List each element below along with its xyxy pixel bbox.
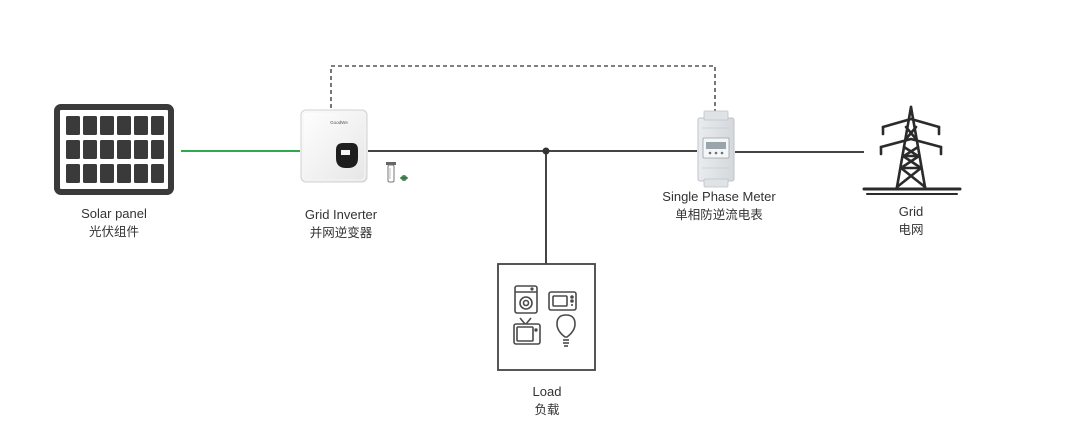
washing-machine-icon [514,285,538,314]
meter-label: Single Phase Meter 单相防逆流电表 [662,188,775,224]
meter-name-en: Single Phase Meter [662,189,776,204]
solar-panel-name-zh: 光伏组件 [88,224,139,239]
microwave-icon [548,291,577,311]
load-name-en: Load [532,384,562,399]
junction-dot [542,147,550,155]
grid-inverter-label: Grid Inverter 并网逆变器 [305,206,377,242]
din-rail-meter-icon [697,110,735,188]
grid-inverter-name-zh: 并网逆变器 [309,225,373,240]
solar-panel-label: Solar panel 光伏组件 [81,205,147,241]
solar-panel-icon [54,104,174,195]
comm-line [330,65,716,112]
grid-inverter-name-en: Grid Inverter [304,207,378,222]
ct-clamp-icon [386,162,408,183]
grid-name-zh: 电网 [898,222,924,237]
transmission-tower-icon [862,105,962,195]
inverter-icon: GoodWe [300,109,368,183]
grid-name-en: Grid [898,204,924,219]
load-name-zh: 负载 [534,402,560,417]
light-bulb-icon [556,314,576,347]
grid-label: Grid 电网 [898,203,923,239]
meter-name-zh: 单相防逆流电表 [675,207,763,222]
inverter-brand-mark: GoodWe [330,120,348,125]
load-label: Load 负载 [533,383,562,419]
solar-panel-name-en: Solar panel [81,206,147,221]
load-box [497,263,596,371]
tv-icon [513,317,541,345]
